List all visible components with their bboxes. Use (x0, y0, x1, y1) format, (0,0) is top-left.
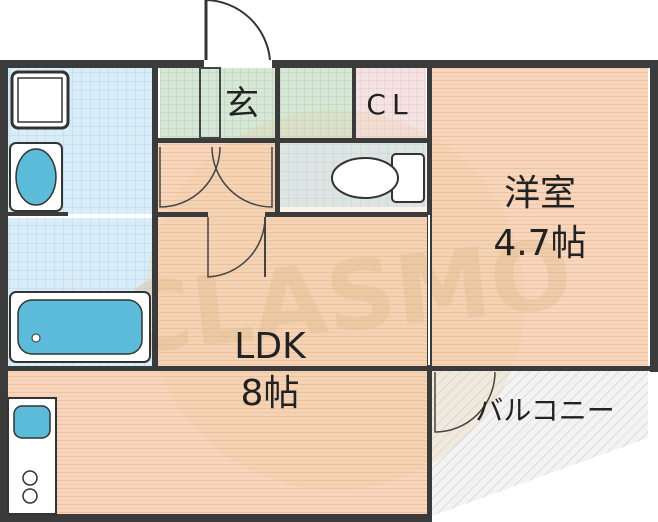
ldk-floor (155, 217, 427, 371)
balcony-door[interactable] (434, 371, 496, 433)
ldk-door[interactable] (207, 216, 266, 278)
western-room-name: 洋室 (504, 173, 576, 214)
kitchen-sink (13, 405, 51, 439)
hall-door-right[interactable] (211, 146, 273, 208)
balcony-floor (432, 371, 648, 516)
ldk-name: LDK (234, 326, 307, 367)
balcony-label: バルコニー (475, 394, 614, 427)
stove-burner-bottom (22, 488, 38, 504)
ldk-size: 8帖 (241, 373, 300, 414)
hall-door-left[interactable] (159, 146, 221, 208)
western-room-floor (432, 68, 648, 368)
entrance-label: 玄 (225, 84, 259, 124)
toilet (331, 153, 425, 203)
shoe-closet-floor (280, 68, 352, 138)
entrance-step (199, 67, 221, 139)
ldk-lower-floor (8, 371, 427, 514)
closet-floor (356, 68, 426, 138)
washing-machine-pan (10, 70, 70, 130)
western-room-size: 4.7帖 (493, 223, 586, 264)
entrance-floor (160, 68, 275, 138)
stove-burner-top (22, 470, 38, 486)
entry-door-swing[interactable] (205, 0, 271, 61)
closet-label: CL (366, 88, 413, 121)
